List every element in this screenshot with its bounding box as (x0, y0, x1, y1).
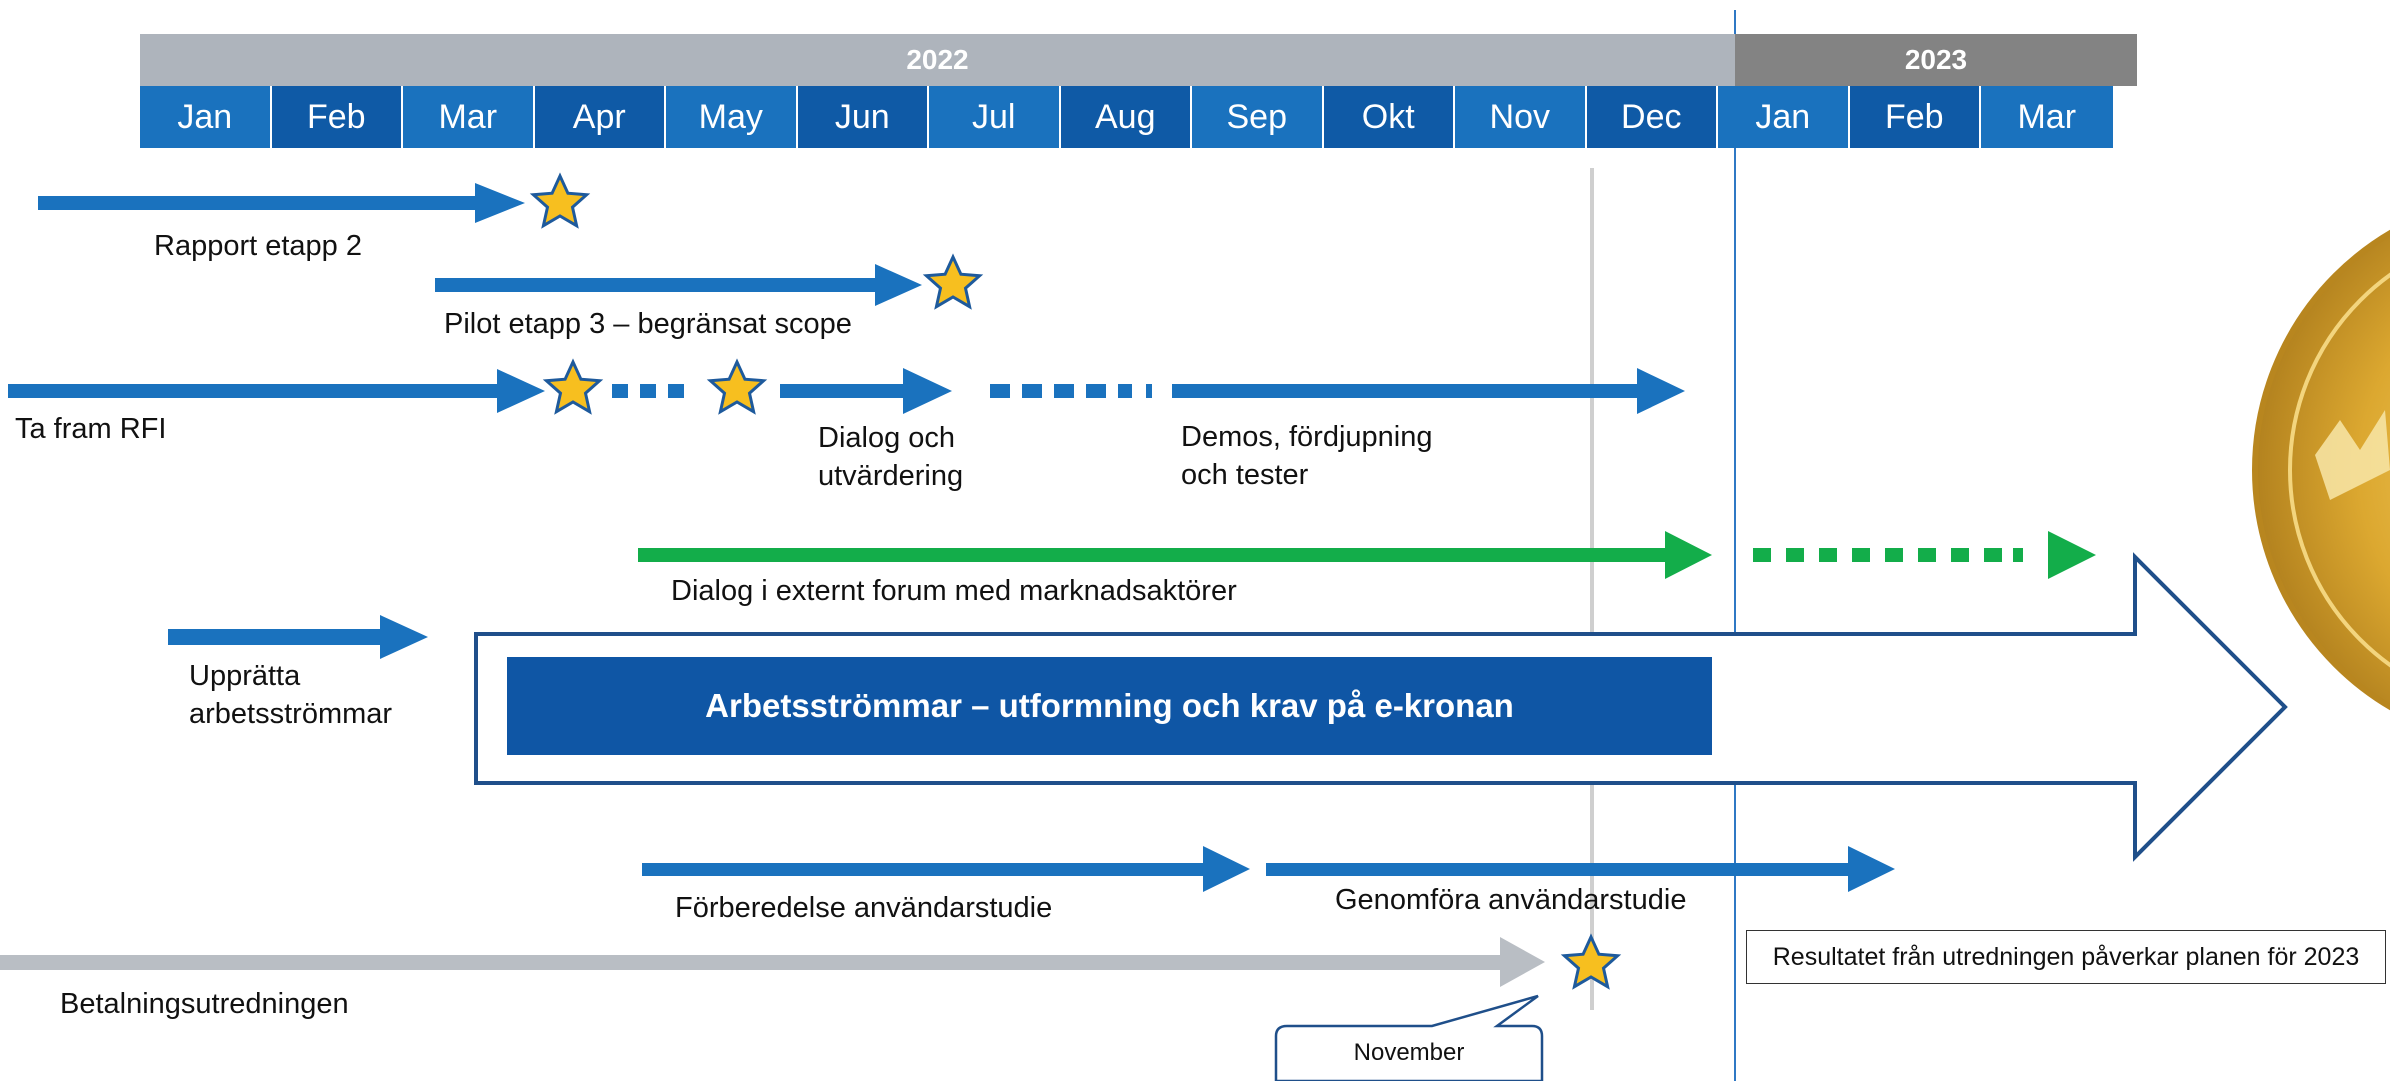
november-callout-shape (1274, 994, 1544, 1081)
label-dialog-forum: Dialog i externt forum med marknadsaktör… (671, 575, 1237, 607)
label-demos: Demos, fördjupning och tester (1181, 421, 1433, 491)
month-sep-2022: Sep (1192, 86, 1324, 148)
dashed-segment-rfi-1 (612, 384, 684, 398)
month-aug-2022: Aug (1060, 86, 1192, 148)
month-jan-2023: Jan (1718, 86, 1850, 148)
label-dialog-utvardering: Dialog och utvärdering (818, 422, 964, 492)
label-forberedelse: Förberedelse användarstudie (675, 892, 1053, 924)
label-upprätta-arbetsströmmar: Upprätta arbetsströmmar (189, 660, 393, 730)
month-header-row: Jan Feb Mar Apr May Jun Jul Aug Sep Okt … (140, 86, 2113, 148)
arrow-demos (1172, 368, 1685, 414)
month-feb-2022: Feb (271, 86, 403, 148)
month-apr-2022: Apr (534, 86, 666, 148)
month-jun-2022: Jun (797, 86, 929, 148)
month-may-2022: May (666, 86, 798, 148)
arrow-rfi (8, 369, 545, 413)
result-note: Resultatet från utredningen påverkar pla… (1746, 930, 2386, 984)
arrow-genomfora (1266, 846, 1895, 892)
month-okt-2022: Okt (1323, 86, 1455, 148)
arrow-forberedelse (642, 846, 1250, 892)
label-ta-fram-rfi: Ta fram RFI (15, 413, 167, 445)
arrow-betalning (0, 937, 1545, 987)
arrow-dialog-forum (638, 531, 1712, 579)
label-rapport-etapp-2: Rapport etapp 2 (154, 230, 362, 262)
arrow-upprätta (168, 615, 428, 659)
month-mar-2023: Mar (1981, 86, 2113, 148)
coin-icon (2252, 229, 2390, 711)
label-betalningsutredningen: Betalningsutredningen (60, 988, 349, 1020)
arrow-pilot (435, 264, 922, 306)
year-2023-header: 2023 (1735, 34, 2137, 86)
label-genomfora: Genomföra användarstudie (1335, 884, 1687, 916)
arrow-dialog-utvardering (780, 368, 952, 414)
label-pilot-etapp-3: Pilot etapp 3 – begränsat scope (444, 308, 852, 340)
star-icon (1560, 933, 1622, 990)
month-feb-2023: Feb (1849, 86, 1981, 148)
month-nov-2022: Nov (1455, 86, 1587, 148)
month-mar-2022: Mar (403, 86, 535, 148)
star-icon (706, 358, 768, 415)
month-dec-2022: Dec (1586, 86, 1718, 148)
year-2022-header: 2022 (140, 34, 1735, 86)
month-jul-2022: Jul (929, 86, 1061, 148)
dashed-green-extension (1753, 531, 2096, 579)
star-icon (542, 358, 604, 415)
month-jan-2022: Jan (140, 86, 272, 148)
workstreams-box: Arbetsströmmar – utformning och krav på … (507, 657, 1712, 755)
arrow-rapport (38, 183, 525, 223)
star-icon (922, 253, 984, 310)
dashed-segment-rfi-2 (990, 384, 1152, 398)
november-callout: November (1353, 1039, 1465, 1066)
star-icon (529, 172, 591, 229)
